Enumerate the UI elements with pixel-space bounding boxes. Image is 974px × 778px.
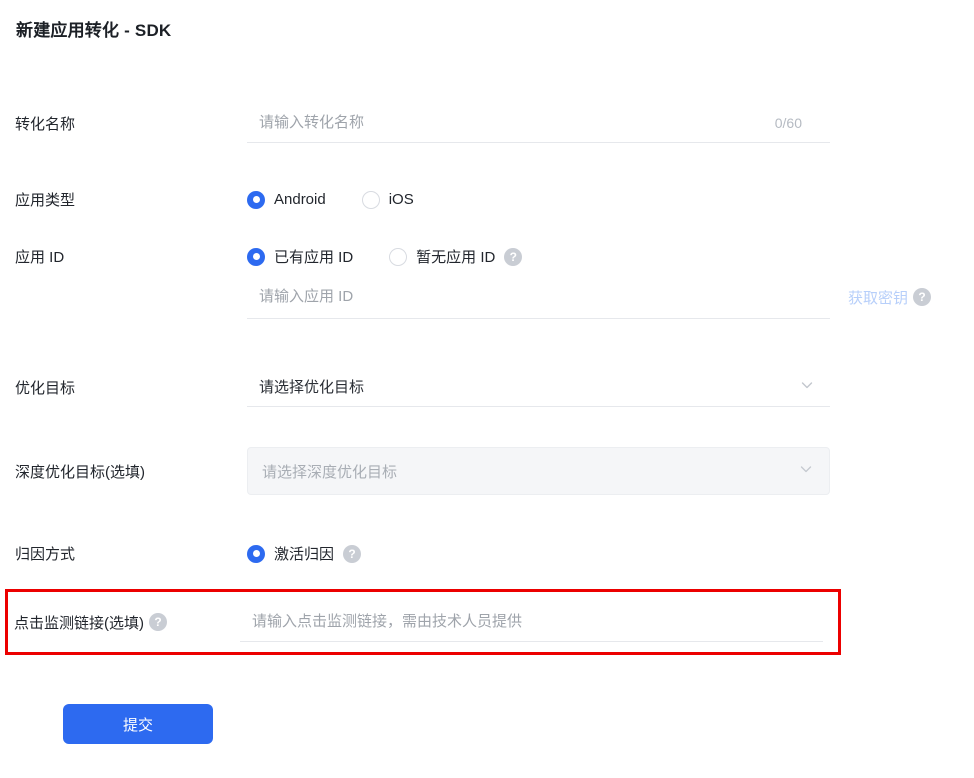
optimization-goal-placeholder: 请选择优化目标	[259, 379, 365, 396]
radio-checked-icon	[247, 247, 265, 266]
no-app-id-help-icon[interactable]: ?	[504, 247, 523, 266]
radio-unchecked-icon	[361, 190, 380, 209]
radio-activation-attribution-label: 激活归因	[274, 546, 335, 563]
radio-activation-attribution[interactable]: 激活归因 ?	[247, 543, 362, 564]
click-tracking-highlight-box: 点击监测链接(选填) ?	[5, 589, 841, 655]
app-id-label: 应用 ID	[15, 249, 65, 266]
radio-android-label: Android	[274, 191, 326, 208]
app-id-radio-group: 已有应用 ID 暂无应用 ID ?	[247, 246, 830, 267]
app-id-input[interactable]	[247, 275, 830, 319]
chevron-down-icon	[799, 462, 813, 480]
attribution-method-row: 归因方式 激活归因 ?	[15, 543, 974, 564]
submit-button[interactable]: 提交	[63, 704, 213, 744]
conversion-name-field: 0/60	[247, 103, 830, 143]
radio-existing-app-id[interactable]: 已有应用 ID	[247, 246, 353, 267]
conversion-name-input[interactable]	[247, 103, 830, 143]
click-tracking-label-group: 点击监测链接(选填) ?	[14, 612, 240, 633]
radio-checked-icon	[247, 544, 265, 563]
deep-optimization-goal-row: 深度优化目标(选填) 请选择深度优化目标	[15, 447, 974, 495]
conversion-name-row: 转化名称 0/60	[15, 103, 974, 143]
optimization-goal-label: 优化目标	[15, 379, 76, 397]
chevron-down-icon	[800, 378, 814, 396]
click-tracking-label: 点击监测链接(选填)	[14, 614, 144, 632]
deep-optimization-goal-label: 深度优化目标(选填)	[15, 463, 145, 481]
radio-android[interactable]: Android	[247, 190, 326, 209]
click-tracking-field	[240, 602, 823, 642]
conversion-name-label: 转化名称	[15, 115, 76, 133]
get-secret-key-help-icon[interactable]: ?	[913, 288, 932, 306]
deep-optimization-goal-select-disabled: 请选择深度优化目标	[247, 447, 830, 495]
click-tracking-input[interactable]	[240, 602, 823, 642]
radio-ios-label: iOS	[388, 191, 414, 208]
radio-ios[interactable]: iOS	[361, 190, 414, 209]
radio-checked-icon	[247, 190, 265, 209]
get-secret-key-label: 获取密钥	[848, 289, 909, 307]
app-type-radio-group: Android iOS	[247, 190, 830, 209]
app-id-input-field	[247, 275, 830, 319]
attribution-help-icon[interactable]: ?	[343, 544, 362, 563]
click-tracking-help-icon[interactable]: ?	[149, 613, 167, 631]
app-type-label: 应用类型	[15, 192, 76, 209]
app-id-row: 应用 ID 已有应用 ID 暂无应用 ID ?	[15, 246, 974, 267]
deep-optimization-goal-placeholder: 请选择深度优化目标	[262, 463, 398, 481]
attribution-method-label: 归因方式	[15, 546, 76, 563]
radio-no-app-id-label: 暂无应用 ID	[416, 249, 496, 266]
app-type-row: 应用类型 Android iOS	[15, 189, 974, 210]
page-title: 新建应用转化 - SDK	[16, 21, 172, 40]
radio-no-app-id[interactable]: 暂无应用 ID ?	[389, 246, 523, 267]
optimization-goal-select[interactable]: 请选择优化目标	[247, 367, 830, 407]
optimization-goal-row: 优化目标 请选择优化目标	[15, 367, 974, 407]
get-secret-key-link[interactable]: 获取密钥 ?	[848, 287, 932, 308]
char-counter: 0/60	[774, 115, 802, 131]
attribution-radio-group: 激活归因 ?	[247, 543, 830, 564]
radio-unchecked-icon	[389, 247, 408, 266]
app-id-input-row: 获取密钥 ?	[15, 275, 974, 319]
radio-existing-app-id-label: 已有应用 ID	[274, 249, 354, 266]
